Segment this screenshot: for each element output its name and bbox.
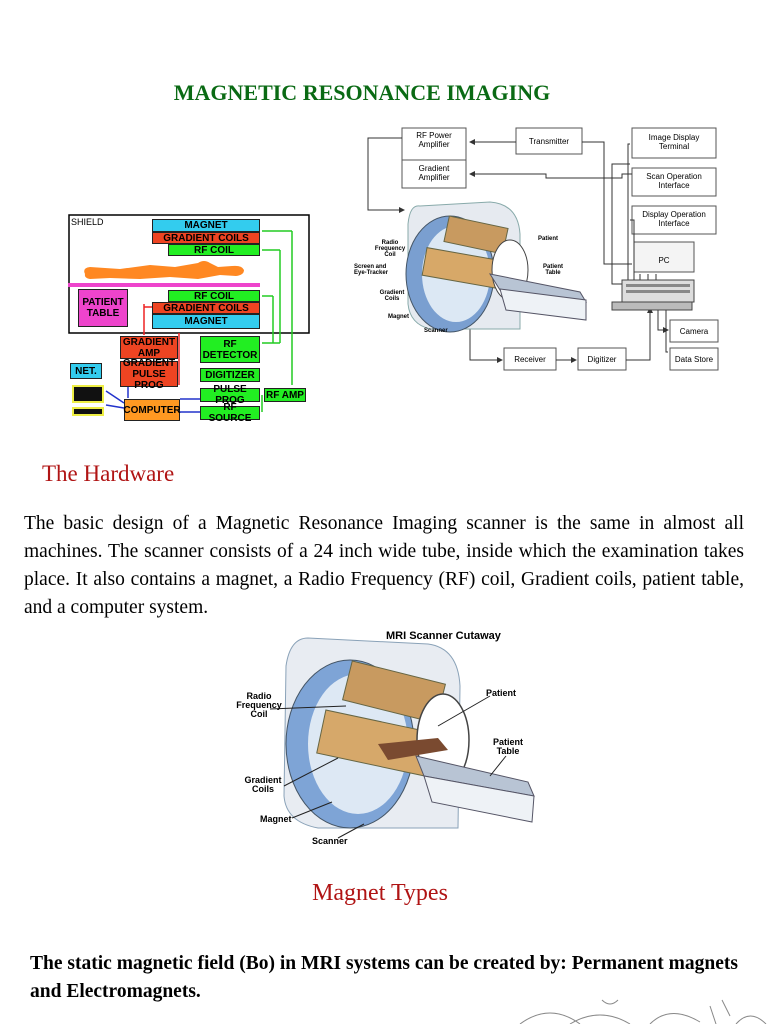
magnet-types-paragraph: The static magnetic field (Bo) in MRI sy… xyxy=(30,953,738,1002)
cutaway-patient-table-label: Patient Table xyxy=(492,737,523,756)
mri-cutaway-figure: MRI Scanner Cutaway Radio Frequency Coil… xyxy=(228,626,548,854)
rf-coil-top-block: RF COIL xyxy=(168,244,260,256)
image-display-terminal-box: Image Display Terminal xyxy=(648,133,700,151)
system-diagram-graphics xyxy=(367,127,719,371)
gradient-coils-bottom-block: GRADIENT COILS xyxy=(152,302,260,314)
cutaway-graphics xyxy=(269,637,535,839)
magnet-bottom-block: MAGNET xyxy=(152,314,260,329)
gradient-amplifier-box: Gradient Amplifier xyxy=(418,164,450,182)
patient-table-label: Patient Table xyxy=(542,264,563,276)
display-operation-interface-box: Display Operation Interface xyxy=(642,210,706,228)
magnet-label: Magnet xyxy=(388,314,409,320)
gradient-coils-top-block: GRADIENT COILS xyxy=(152,232,260,244)
hardware-paragraph: The basic design of a Magnetic Resonance… xyxy=(24,513,744,618)
pc-label: PC xyxy=(658,256,670,265)
digitizer-block: DIGITIZER xyxy=(200,368,260,382)
net-block: NET. xyxy=(70,363,102,379)
rf-detector-block: RF DETECTOR xyxy=(200,336,260,363)
gradient-amp-block: GRADIENT AMP xyxy=(120,336,178,359)
computer-block: COMPUTER xyxy=(123,399,181,421)
data-store-box: Data Store xyxy=(674,355,714,364)
screen-eye-tracker-label: Screen and Eye-Tracker xyxy=(354,264,389,276)
hardware-heading: The Hardware xyxy=(42,461,175,486)
keyboard-icon xyxy=(72,407,104,416)
cutaway-gradient-coils-label: Gradient Coils xyxy=(244,775,282,794)
patient-label: Patient xyxy=(538,236,559,242)
scanner-label: Scanner xyxy=(424,328,448,334)
cutaway-patient-label: Patient xyxy=(486,688,517,698)
patient-table-block: PATIENT TABLE xyxy=(78,289,128,327)
pulse-prog-block: PULSE PROG xyxy=(200,384,260,406)
cutaway-magnet-label: Magnet xyxy=(260,814,292,824)
rf-coil-bottom-block: RF COIL xyxy=(168,290,260,302)
gradient-coils-label: Gradient Coils xyxy=(379,290,405,302)
cutaway-scanner-label: Scanner xyxy=(312,836,348,846)
scan-operation-interface-box: Scan Operation Interface xyxy=(646,172,702,190)
cutaway-title: MRI Scanner Cutaway xyxy=(386,630,501,642)
magnet-top-block: MAGNET xyxy=(152,219,260,232)
cutaway-rf-coil-label: Radio Frequency Coil xyxy=(236,691,282,719)
rf-amp-block: RF AMP xyxy=(264,388,306,402)
mri-system-diagram: RF Power Amplifier Transmitter Image Dis… xyxy=(350,124,722,374)
patient-silhouette xyxy=(84,261,244,279)
monitor-icon xyxy=(72,385,104,403)
page-title: MAGNETIC RESONANCE IMAGING xyxy=(173,80,551,105)
mri-block-diagram: SHIELD MAGNET GRADIENT COILS RF COIL PAT… xyxy=(68,213,320,425)
rf-coil-label: Radio Frequency Coil xyxy=(374,240,406,258)
digitizer-box: Digitizer xyxy=(587,355,617,364)
magnet-types-heading: Magnet Types xyxy=(312,880,448,906)
receiver-box: Receiver xyxy=(514,355,546,364)
gradient-pulse-prog-block: GRADIENT PULSE PROG xyxy=(120,358,178,391)
rf-source-block: RF SOURCE xyxy=(200,402,260,424)
transmitter-box: Transmitter xyxy=(528,137,570,146)
shield-label: SHIELD xyxy=(71,216,104,227)
camera-box: Camera xyxy=(679,327,709,336)
decorative-watermark xyxy=(519,999,767,1024)
rf-power-amplifier-box: RF Power Amplifier xyxy=(416,131,452,149)
